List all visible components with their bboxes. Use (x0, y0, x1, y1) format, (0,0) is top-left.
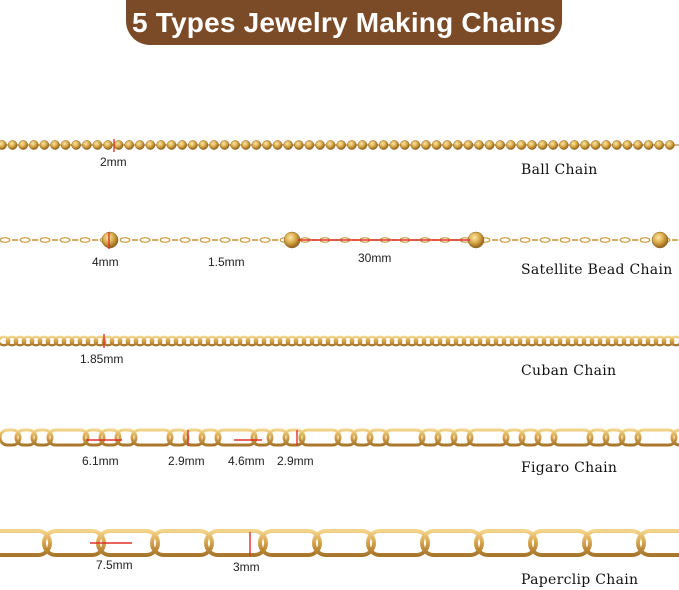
paperclip-chain-label: Paperclip Chain (521, 572, 639, 588)
paperclip-width-label: 3mm (233, 560, 260, 574)
cuban-chain-size-label: 1.85mm (80, 352, 124, 366)
cuban-chain-label: Cuban Chain (521, 363, 617, 379)
figaro-chain-image (0, 428, 679, 447)
figaro-width-label: 2.9mm (168, 454, 205, 468)
cuban-chain-image (0, 335, 679, 347)
satellite-spacing-label: 30mm (358, 251, 392, 265)
paperclip-chain-image (0, 529, 679, 557)
page-title: 5 Types Jewelry Making Chains (132, 6, 556, 38)
satellite-bead-chain-image (0, 231, 678, 249)
satellite-bead-chain-label: Satellite Bead Chain (521, 262, 673, 278)
ball-chain-image (0, 140, 679, 150)
title-banner: 5 Types Jewelry Making Chains (126, 0, 562, 45)
figaro-width-label-2: 2.9mm (277, 454, 314, 468)
measurement-markers (86, 139, 470, 556)
figaro-long-link-label: 6.1mm (82, 454, 119, 468)
ball-chain-size-label: 2mm (100, 155, 127, 169)
satellite-bead-size-label: 4mm (92, 255, 119, 269)
ball-chain-label: Ball Chain (521, 162, 598, 178)
figaro-chain-label: Figaro Chain (521, 460, 618, 476)
figaro-short-link-label: 4.6mm (228, 454, 265, 468)
paperclip-length-label: 7.5mm (96, 558, 133, 572)
satellite-link-size-label: 1.5mm (208, 255, 245, 269)
